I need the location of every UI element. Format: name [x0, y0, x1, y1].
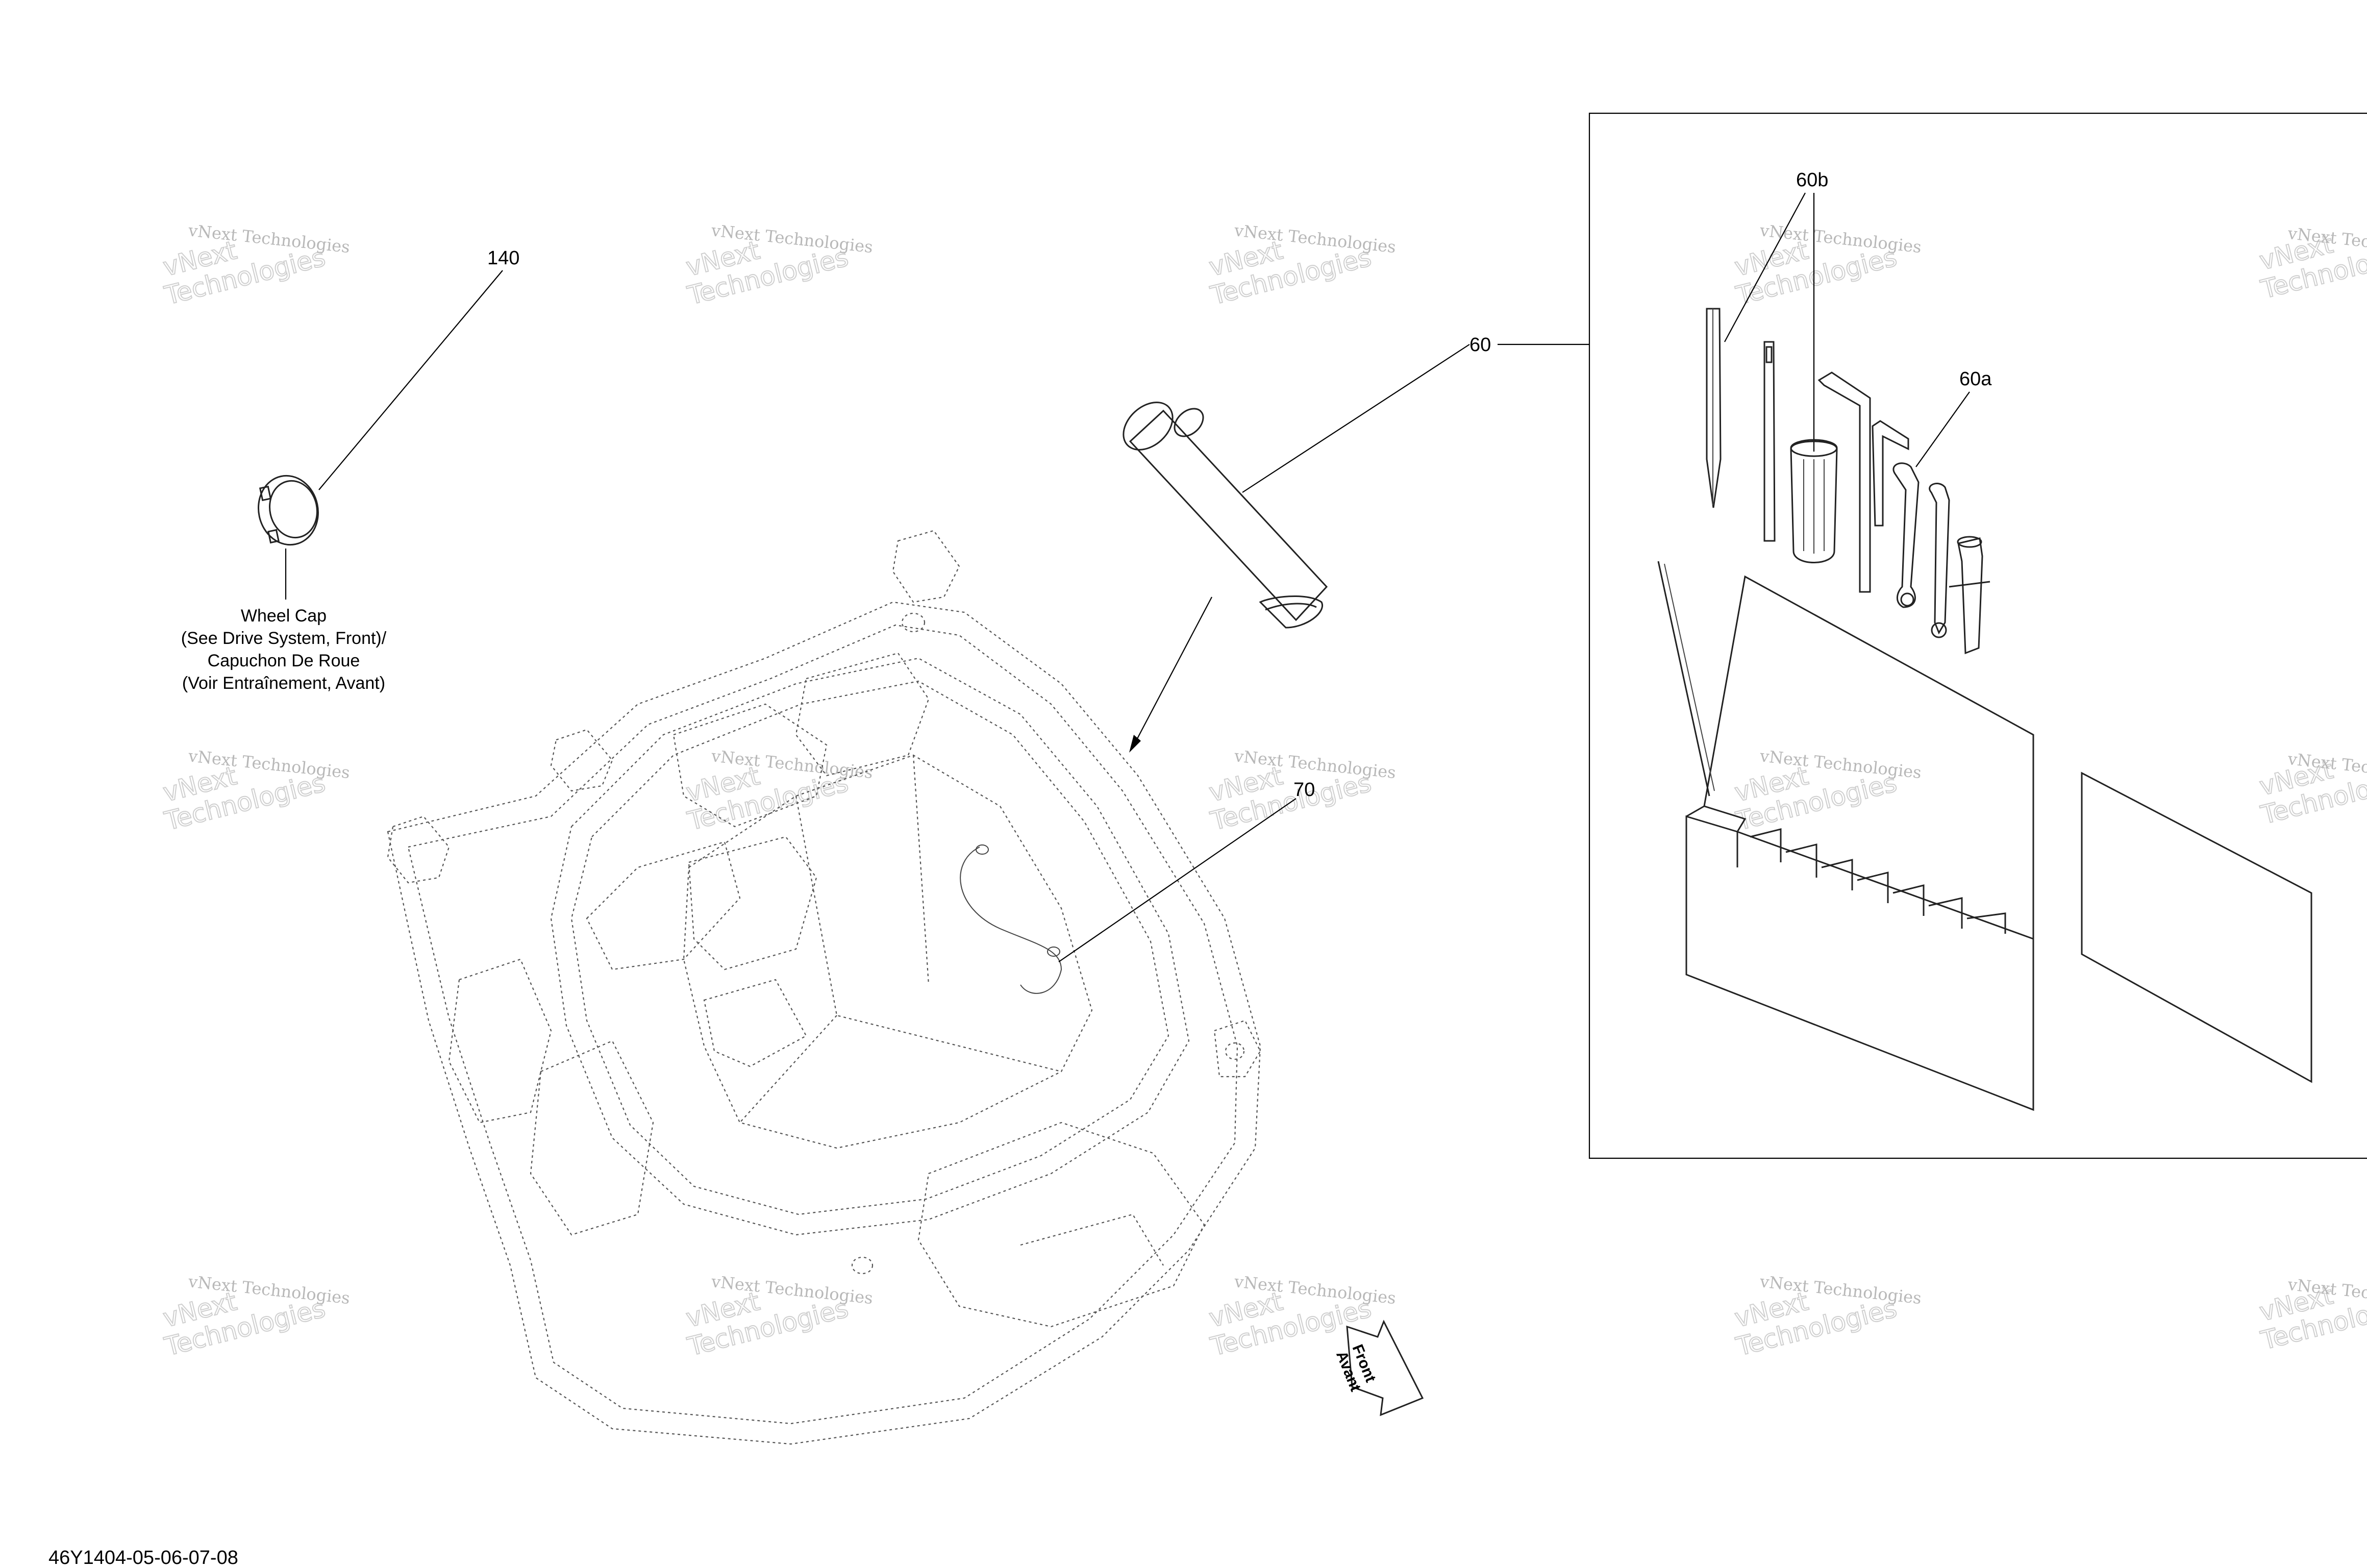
- hex-key-large-tool: [1817, 371, 1871, 593]
- svg-text:Capuchon De Roue: Capuchon De Roue: [208, 651, 360, 670]
- watermark: vNext Technologies vNext Technologies: [1206, 1272, 1397, 1362]
- callout-140: 140: [487, 247, 519, 269]
- screwdriver-handle-tool: [1790, 439, 1838, 563]
- watermark: vNext Technologies vNext Technologies: [2256, 749, 2367, 831]
- callout-60: 60: [1469, 334, 1491, 356]
- watermark: vNext Technologies vNext Technologies: [160, 746, 351, 837]
- tool-bag-part: [1123, 402, 1328, 629]
- callout-60b: 60b: [1796, 169, 1828, 191]
- wheel-cap-part: [258, 475, 319, 546]
- watermark: vNext Technologies vNext Technologies: [160, 1272, 351, 1362]
- leader-140: [318, 270, 503, 490]
- install-arrow: [1129, 596, 1212, 753]
- tool-holder-sleeve: [1657, 561, 2034, 1111]
- owners-manual-part: [2081, 771, 2312, 1083]
- front-direction-arrow: Front Avant: [1333, 1320, 1424, 1416]
- watermark: vNext Technologies vNext Technologies: [1731, 1272, 1923, 1362]
- combination-wrench-tool: [1929, 483, 1950, 638]
- svg-text:(Voir Entraînement, Avant): (Voir Entraînement, Avant): [182, 674, 385, 693]
- watermark: vNext Technologies vNext Technologies: [683, 1272, 874, 1362]
- leader-60a: [1915, 391, 1970, 467]
- watermark: vNext Technologies vNext Technologies: [683, 220, 874, 311]
- torx-bit-tool: [1763, 341, 1776, 542]
- watermarks: vNext Technologies vNext Technologies vN…: [160, 220, 2367, 1362]
- storage-compartment-part: [387, 530, 1261, 1445]
- callout-70: 70: [1293, 779, 1315, 801]
- spark-plug-wrench-tool: [1949, 536, 1990, 655]
- document-number: 46Y1404-05-06-07-08: [48, 1547, 238, 1568]
- svg-text:Wheel Cap: Wheel Cap: [241, 606, 327, 626]
- watermark: vNext Technologies vNext Technologies: [1731, 220, 1923, 311]
- watermark: vNext Technologies vNext Technologies: [683, 746, 874, 837]
- watermark: vNext Technologies vNext Technologies: [2256, 1275, 2367, 1356]
- open-end-wrench-tool: [1892, 462, 1920, 608]
- leader-60b-a: [1724, 192, 1806, 342]
- watermark: vNext Technologies vNext Technologies: [2256, 223, 2367, 305]
- screwdriver-bit-tool: [1706, 308, 1722, 508]
- svg-text:(See Drive System, Front)/: (See Drive System, Front)/: [181, 629, 387, 648]
- watermark: vNext Technologies vNext Technologies: [1206, 220, 1397, 311]
- tool-kit-box: [1588, 112, 2367, 1159]
- watermark: vNext Technologies vNext Technologies: [160, 220, 351, 311]
- leader-60: [1242, 344, 1470, 493]
- hex-key-small-tool: [1872, 420, 1909, 527]
- wheel-cap-note: Wheel Cap (See Drive System, Front)/ Cap…: [181, 606, 387, 693]
- callout-60a: 60a: [1959, 368, 1992, 390]
- watermark: vNext Technologies vNext Technologies: [1731, 746, 1923, 837]
- leader-70: [1058, 798, 1297, 962]
